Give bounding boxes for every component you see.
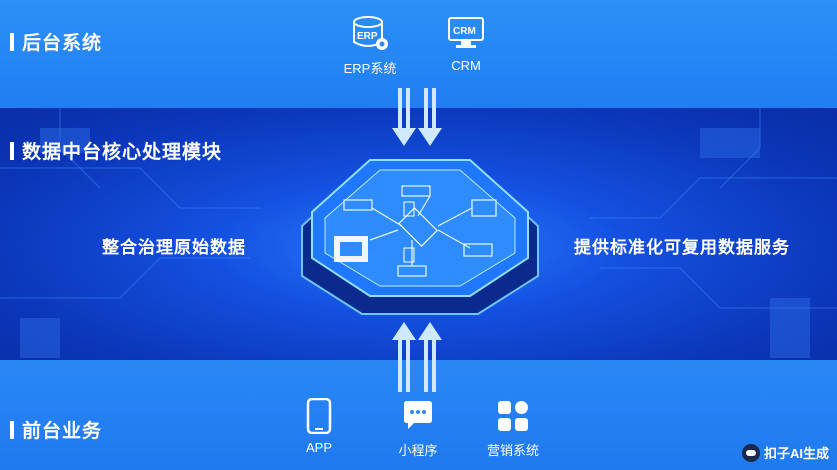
frontend-section-title: 前台业务 [10, 416, 102, 443]
backend-section-title: 后台系统 [10, 28, 102, 55]
frontend-item-miniprogram: 小程序 [388, 398, 448, 459]
svg-text:CRM: CRM [453, 26, 476, 37]
backend-band [0, 0, 837, 108]
svg-text:ERP: ERP [357, 31, 378, 42]
app-label: APP [305, 440, 332, 455]
down-arrows [392, 88, 442, 146]
middle-right-text: 提供标准化可复用数据服务 [574, 238, 790, 257]
marketing-label: 营销系统 [486, 443, 539, 458]
title-bar [10, 141, 14, 160]
middle-title: 数据中台核心处理模块 [22, 142, 223, 163]
crm-label: CRM [451, 58, 481, 73]
backend-item-crm: CRM CRM [438, 14, 494, 73]
middle-left-text: 整合治理原始数据 [102, 238, 246, 257]
watermark-text: 扣子AI生成 [763, 446, 829, 461]
frontend-item-marketing: 营销系统 [478, 398, 548, 459]
erp-label: ERP系统 [343, 61, 397, 76]
title-bar [10, 32, 14, 51]
up-arrows [392, 322, 442, 392]
frontend-title: 前台业务 [22, 421, 103, 442]
circuit-background [0, 108, 837, 358]
miniprogram-label: 小程序 [398, 443, 438, 458]
frontend-item-app: APP [294, 398, 344, 455]
chat-bubble-icon [404, 401, 432, 429]
erp-database-icon: ERP [353, 16, 388, 50]
coze-logo-icon [741, 443, 760, 462]
core-chip [301, 159, 539, 315]
backend-item-erp: ERP ERP系统 [338, 14, 402, 77]
watermark: 扣子AI生成 [741, 443, 829, 462]
grid-apps-icon [498, 401, 528, 431]
backend-title: 后台系统 [22, 33, 103, 54]
crm-monitor-icon: CRM [448, 17, 484, 48]
middle-section-title: 数据中台核心处理模块 [10, 137, 222, 164]
title-bar [10, 420, 14, 439]
mobile-phone-icon [306, 398, 332, 434]
middle-band [0, 108, 837, 360]
